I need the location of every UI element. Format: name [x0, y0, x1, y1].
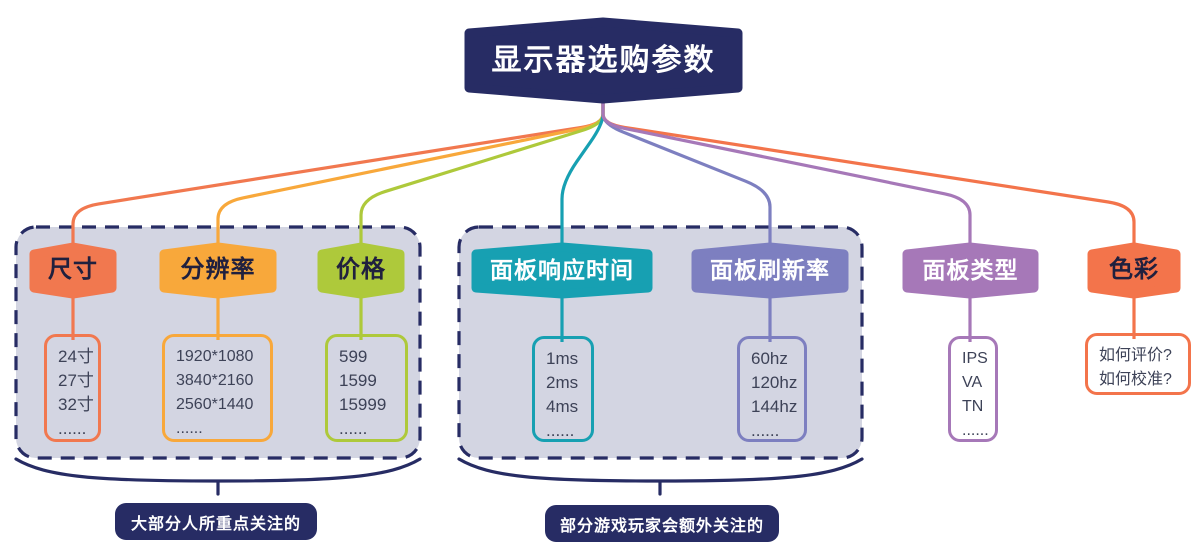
leaf-value: VA: [962, 374, 983, 391]
branch-node-shape-panel-type: [902, 242, 1039, 299]
annotation-text: 大部分人所重点关注的: [130, 515, 301, 533]
branch-node-shape-size: [29, 242, 117, 299]
leaf-value: 1599: [339, 371, 377, 390]
leaf-value: 144hz: [751, 397, 798, 416]
leaf-box-resolution: 1920*1080 3840*2160 2560*1440 ......: [162, 334, 273, 442]
annotation-text: 部分游戏玩家会额外关注的: [559, 517, 764, 535]
leaf-value: 27寸: [58, 371, 94, 390]
branch-node-shape-resolution: [159, 242, 277, 299]
leaf-value: 4ms: [546, 397, 579, 416]
leaf-box-color: 如何评价? 如何校准?: [1085, 333, 1191, 395]
leaf-value: 2ms: [546, 373, 579, 392]
branch-node-shape-refresh-rate: [691, 242, 849, 299]
leaf-value: 120hz: [751, 373, 798, 392]
leaf-value: 1920*1080: [176, 348, 254, 365]
leaf-value: IPS: [962, 350, 988, 367]
connector-color: [601, 101, 1136, 250]
leaf-value: ......: [962, 422, 989, 439]
leaf-value: ......: [546, 421, 575, 440]
leaf-value: TN: [962, 398, 984, 415]
leaf-value: 1ms: [546, 349, 579, 368]
annotation-pill-gamers: 部分游戏玩家会额外关注的: [545, 505, 779, 542]
leaf-value: 15999: [339, 395, 387, 414]
leaf-box-refresh-rate: 60hz 120hz 144hz ......: [737, 336, 807, 442]
leaf-box-response-time: 1ms 2ms 4ms ......: [532, 336, 594, 442]
leaf-value: ......: [58, 419, 87, 438]
connector-response-time: [560, 101, 605, 250]
leaf-value: ......: [751, 421, 780, 440]
branch-node-shape-response-time: [471, 242, 653, 299]
leaf-value: ......: [339, 419, 368, 438]
branch-node-shape-price: [317, 242, 405, 299]
leaf-value: ......: [176, 420, 203, 437]
leaf-value: 60hz: [751, 349, 788, 368]
leaf-value: 如何评价?: [1099, 347, 1172, 364]
leaf-box-price: 599 1599 15999 ......: [325, 334, 408, 442]
brace-0: [14, 457, 422, 496]
leaf-value: 599: [339, 347, 368, 366]
annotation-pill-most-people: 大部分人所重点关注的: [115, 503, 317, 540]
brace-1: [457, 457, 864, 496]
leaf-value: 2560*1440: [176, 396, 254, 413]
leaf-value: 3840*2160: [176, 372, 254, 389]
branch-node-shape-color: [1087, 242, 1181, 299]
leaf-value: 32寸: [58, 395, 94, 414]
connector-panel-type: [601, 101, 972, 250]
leaf-box-panel-type: IPS VA TN ......: [948, 336, 998, 442]
leaf-value: 如何校准?: [1099, 371, 1172, 388]
leaf-box-size: 24寸 27寸 32寸 ......: [44, 334, 101, 442]
leaf-value: 24寸: [58, 347, 94, 366]
root-node-shape: [464, 17, 743, 104]
